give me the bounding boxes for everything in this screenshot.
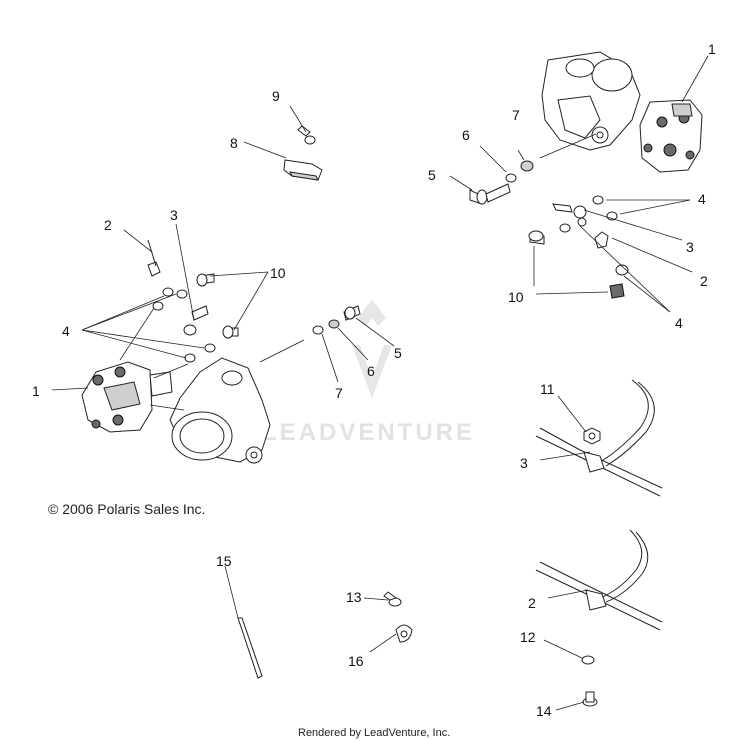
callout-5-top: 5 [428, 167, 436, 183]
callout-3-top: 3 [686, 239, 694, 255]
callout-6-mid: 6 [367, 363, 375, 379]
screw-9 [297, 125, 316, 145]
callout-2-top: 2 [700, 273, 708, 289]
washer-12 [581, 655, 595, 665]
hex-nut-11 [583, 427, 601, 445]
watermark-text: LEADVENTURE [262, 419, 475, 446]
bolt-14 [582, 691, 598, 707]
callout-7-top: 7 [512, 107, 520, 123]
hardware-right-cluster [528, 195, 629, 299]
hardware-left-cluster [147, 239, 239, 363]
callout-2-cable: 2 [528, 595, 536, 611]
callout-3-cable: 3 [520, 455, 528, 471]
callout-1-top: 1 [708, 41, 716, 57]
steering-knuckle-right [541, 51, 641, 151]
callout-11: 11 [540, 381, 555, 397]
callout-8: 8 [230, 135, 238, 151]
steering-knuckle-left [169, 357, 271, 464]
cable-tie-15 [237, 617, 263, 679]
callout-16: 16 [348, 653, 364, 669]
screw-13 [383, 591, 402, 607]
bolt-top [469, 183, 511, 205]
callout-4-top: 4 [698, 191, 706, 207]
callout-5-mid: 5 [394, 345, 402, 361]
hardware-mid-cluster [312, 305, 361, 335]
callout-10-top: 10 [508, 289, 524, 305]
render-credit: Rendered by LeadVenture, Inc. [298, 727, 450, 739]
brake-caliper-right [639, 99, 703, 173]
clamp-16 [395, 624, 413, 643]
cable-clip-assembly-upper [535, 379, 663, 497]
leadventure-watermark: LEADVENTURE [262, 300, 475, 446]
callout-13: 13 [346, 589, 362, 605]
washer-6-top [505, 173, 517, 183]
brake-caliper-left [81, 361, 173, 433]
callout-9: 9 [272, 88, 280, 104]
callout-2-left: 2 [104, 217, 112, 233]
copyright-notice: © 2006 Polaris Sales Inc. [48, 501, 205, 517]
callout-12: 12 [520, 629, 536, 645]
brake-pad-8 [283, 159, 323, 181]
leader-lines [51, 55, 709, 711]
callout-6-top: 6 [462, 127, 470, 143]
callout-4-right: 4 [675, 315, 683, 331]
callout-10-left: 10 [270, 265, 286, 281]
callout-15: 15 [216, 553, 232, 569]
cable-clip-assembly-lower [535, 529, 663, 631]
callout-4-left: 4 [62, 323, 70, 339]
callout-3-left: 3 [170, 207, 178, 223]
washer-7-top [520, 160, 534, 172]
callout-7-mid: 7 [335, 385, 343, 401]
callout-numbers: 9 8 7 6 5 1 4 3 2 10 4 2 3 10 4 1 5 6 7 … [32, 41, 716, 719]
callout-1-left: 1 [32, 383, 40, 399]
callout-14: 14 [536, 703, 552, 719]
